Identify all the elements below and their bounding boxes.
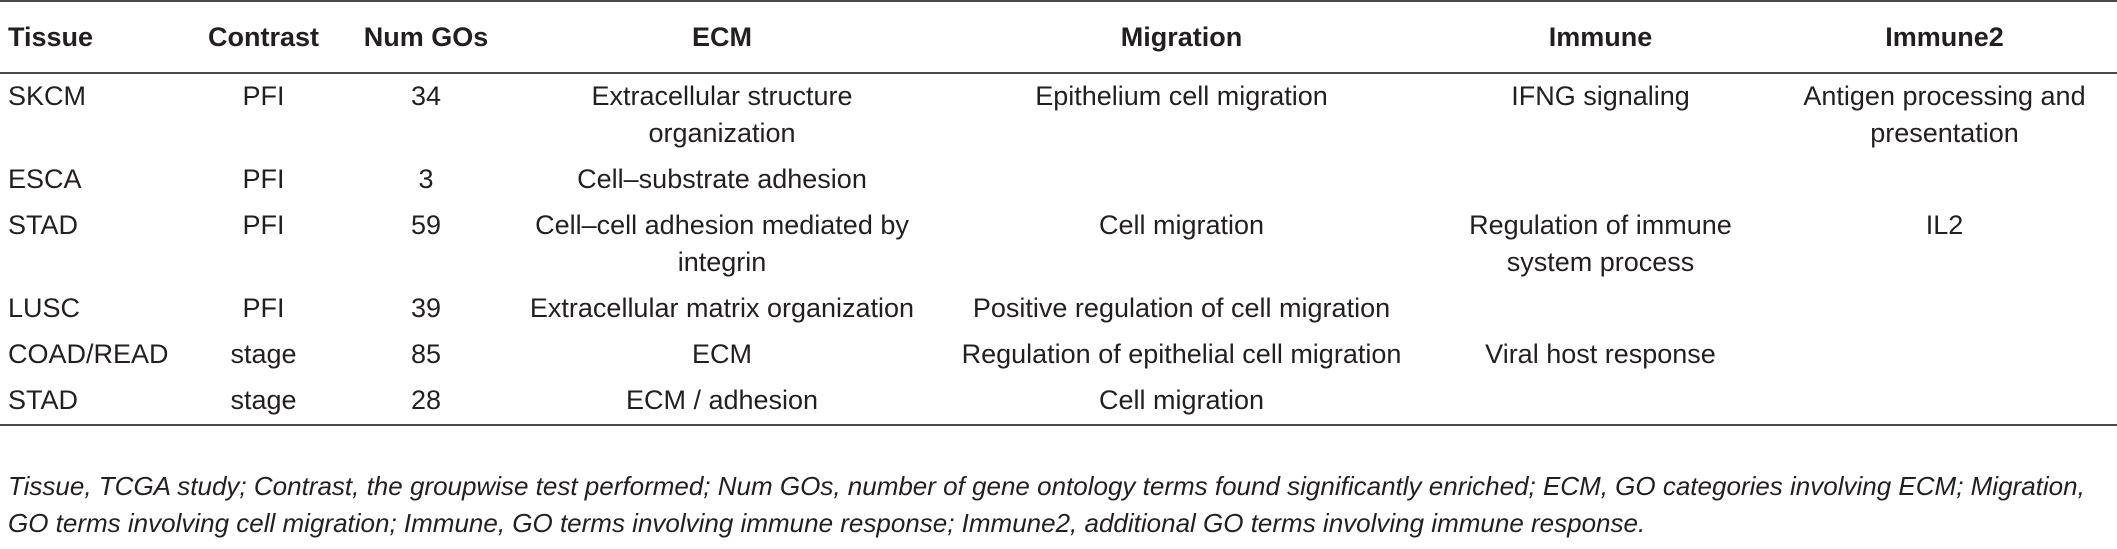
header-row: Tissue Contrast Num GOs ECM Migration Im… <box>0 1 2117 73</box>
cell-tissue: SKCM <box>8 81 87 111</box>
table-body: SKCM PFI 34 Extracellular structure orga… <box>0 73 2117 425</box>
table-row: STAD stage 28 ECM / adhesion Cell migrat… <box>0 378 2117 425</box>
cell-immune2 <box>1772 286 2117 332</box>
cell-immune: IFNG signaling <box>1511 81 1690 111</box>
cell-ecm: ECM <box>692 339 752 369</box>
header-ecm: ECM <box>692 21 752 52</box>
cell-migration: Epithelium cell migration <box>1035 81 1328 111</box>
cell-ecm: Cell–cell adhesion mediated by integrin <box>535 210 909 277</box>
cell-migration <box>934 157 1429 203</box>
header-contrast: Contrast <box>207 21 319 52</box>
header-migration: Migration <box>1120 21 1243 52</box>
cell-immune: Viral host response <box>1485 339 1716 369</box>
cell-tissue: COAD/READ <box>8 339 169 369</box>
cell-migration: Regulation of epithelial cell migration <box>961 339 1402 369</box>
cell-migration: Positive regulation of cell migration <box>972 293 1391 323</box>
cell-immune2 <box>1772 378 2117 425</box>
go-enrichment-table-container: Tissue Contrast Num GOs ECM Migration Im… <box>0 1 2117 425</box>
cell-immune2 <box>1772 157 2117 203</box>
cell-ecm: Cell–substrate adhesion <box>577 164 867 194</box>
cell-immune2 <box>1772 332 2117 378</box>
cell-num-gos: 39 <box>410 293 442 323</box>
header-tissue: Tissue <box>8 21 94 52</box>
cell-immune2: Antigen processing and presentation <box>1803 81 2086 148</box>
cell-contrast: stage <box>230 339 297 369</box>
table-row: LUSC PFI 39 Extracellular matrix organiz… <box>0 286 2117 332</box>
table-row: COAD/READ stage 85 ECM Regulation of epi… <box>0 332 2117 378</box>
cell-tissue: STAD <box>8 210 79 240</box>
cell-tissue: ESCA <box>8 164 82 194</box>
cell-immune <box>1429 157 1772 203</box>
cell-tissue: LUSC <box>8 293 81 323</box>
header-num-gos: Num GOs <box>363 21 489 52</box>
cell-immune <box>1429 286 1772 332</box>
cell-migration: Cell migration <box>1098 210 1265 240</box>
cell-immune2: IL2 <box>1925 210 1964 240</box>
cell-num-gos: 34 <box>410 81 442 111</box>
table-header: Tissue Contrast Num GOs ECM Migration Im… <box>0 1 2117 73</box>
cell-ecm: ECM / adhesion <box>625 385 819 415</box>
cell-contrast: stage <box>230 385 297 415</box>
cell-num-gos: 85 <box>410 339 442 369</box>
cell-num-gos: 59 <box>410 210 442 240</box>
cell-immune: Regulation of immune system process <box>1469 210 1732 277</box>
cell-ecm: Extracellular matrix organization <box>529 293 915 323</box>
cell-ecm: Extracellular structure organization <box>591 81 853 148</box>
header-immune: Immune <box>1548 21 1653 52</box>
cell-contrast: PFI <box>242 164 285 194</box>
cell-tissue: STAD <box>8 385 79 415</box>
table-row: ESCA PFI 3 Cell–substrate adhesion <box>0 157 2117 203</box>
cell-num-gos: 3 <box>418 164 434 194</box>
cell-contrast: PFI <box>242 81 285 111</box>
go-enrichment-table: Tissue Contrast Num GOs ECM Migration Im… <box>0 1 2117 425</box>
header-immune2: Immune2 <box>1885 21 2004 52</box>
cell-contrast: PFI <box>242 293 285 323</box>
table-row: STAD PFI 59 Cell–cell adhesion mediated … <box>0 203 2117 286</box>
cell-immune <box>1429 378 1772 425</box>
cell-migration: Cell migration <box>1098 385 1265 415</box>
table-footnote: Tissue, TCGA study; Contrast, the groupw… <box>8 471 2085 538</box>
cell-contrast: PFI <box>242 210 285 240</box>
table-row: SKCM PFI 34 Extracellular structure orga… <box>0 73 2117 157</box>
cell-num-gos: 28 <box>410 385 442 415</box>
